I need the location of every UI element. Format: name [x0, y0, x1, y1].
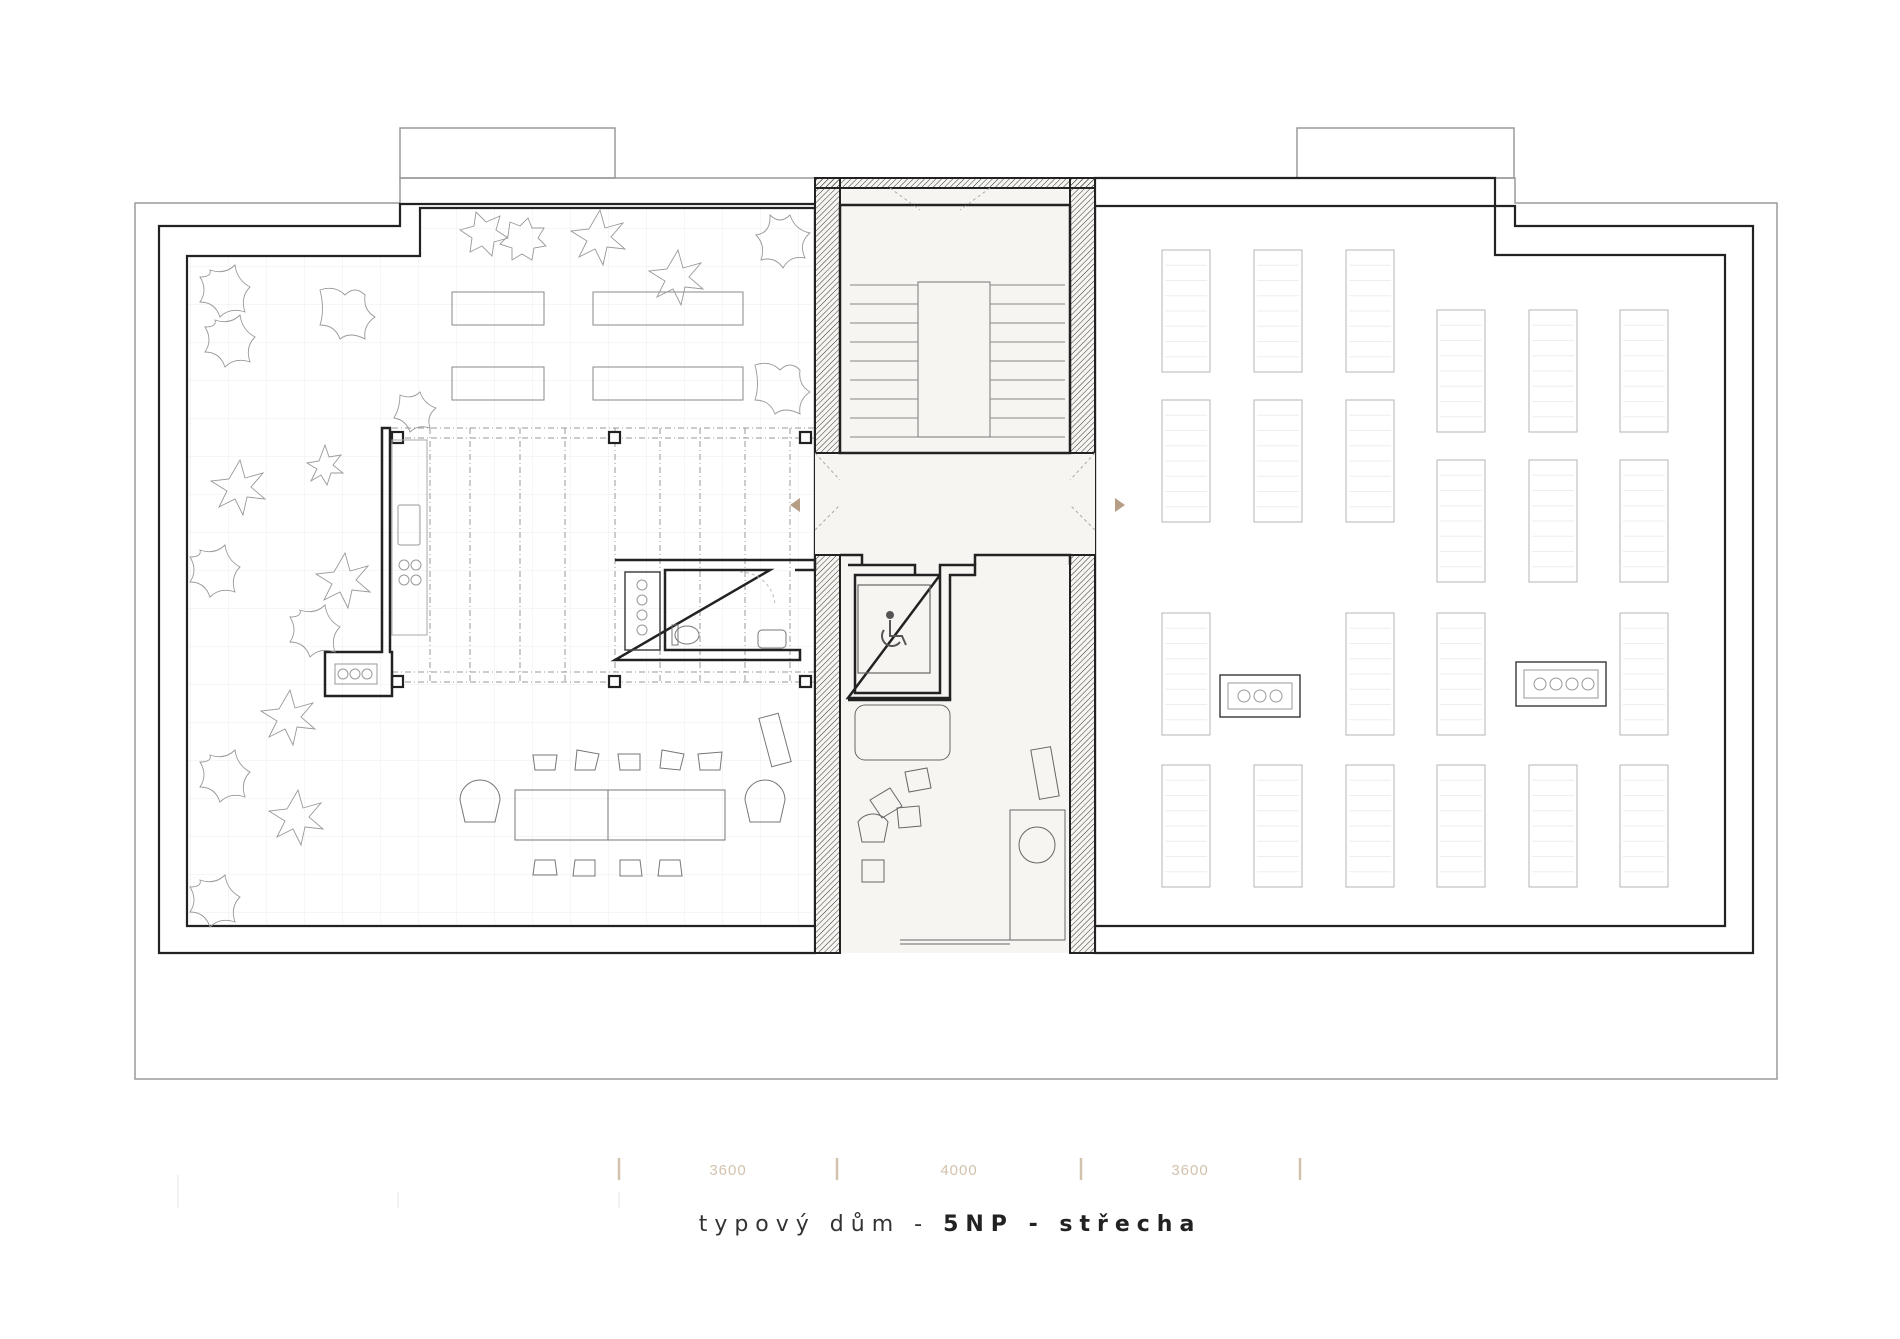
plant-icon: [754, 362, 811, 415]
solar-panel-icon: [1161, 399, 1211, 523]
toilet-icon: [671, 624, 700, 646]
title-separator-2: -: [1013, 1212, 1060, 1237]
solar-panel-icon: [1345, 612, 1395, 736]
plant-icon: [755, 213, 812, 269]
right-planters: [1219, 661, 1607, 718]
planters: [451, 291, 744, 401]
arrow-right-icon: [1115, 498, 1125, 512]
solar-panel-icon: [1528, 459, 1578, 583]
plant-icon: [319, 287, 376, 340]
plant-icon: [393, 391, 437, 433]
left-roof-terrace: [157, 202, 817, 955]
solar-panel-icon: [1436, 764, 1486, 888]
arrow-left-icon: [790, 498, 800, 512]
solar-panel-icon: [1345, 764, 1395, 888]
plant-icon: [267, 788, 325, 847]
title-prefix: typový dům: [698, 1212, 901, 1237]
dimension-label: 3600: [709, 1162, 746, 1179]
solar-panel-icon: [1161, 249, 1211, 373]
solar-panel-icon: [1161, 764, 1211, 888]
dining-area: [459, 712, 792, 877]
plant-icon: [499, 217, 547, 261]
title-floor: 5NP: [943, 1212, 1014, 1237]
dimension-label: 3600: [1171, 1162, 1208, 1179]
plant-icon: [199, 264, 251, 318]
drawing-title: typový dům - 5NP - střecha: [0, 1212, 1900, 1237]
plant-icon: [289, 604, 341, 658]
plant-icon: [199, 749, 251, 803]
stair-icon: [850, 281, 1065, 438]
right-roof: [1093, 176, 1755, 955]
sink-icon: [397, 504, 421, 546]
solar-panel-icon: [1528, 764, 1578, 888]
solar-panel-icon: [1619, 764, 1669, 888]
plant-icon: [204, 314, 256, 368]
solar-panel-icon: [1253, 764, 1303, 888]
wheelchair-icon: [881, 611, 907, 647]
solar-panel-icon: [1253, 399, 1303, 523]
dimension-label: 4000: [940, 1162, 977, 1179]
bathroom-block: [610, 558, 817, 662]
table-icon: [514, 789, 726, 841]
plants: [189, 208, 812, 928]
plant-icon: [259, 688, 317, 747]
solar-panel-icon: [1619, 459, 1669, 583]
lounge-furniture: [854, 704, 1066, 945]
landing-doors: [814, 187, 1096, 531]
elevator: [845, 563, 977, 700]
solar-panel-icon: [1345, 399, 1395, 523]
solar-panel-icon: [1619, 309, 1669, 433]
plant-icon: [189, 874, 241, 928]
kitchen-counter: [323, 426, 428, 698]
chair-icon: [459, 749, 786, 877]
title-level: střecha: [1059, 1212, 1202, 1237]
dimension-line: 3600 4000 3600: [177, 1158, 1302, 1208]
solar-panel-icon: [1253, 249, 1303, 373]
washbasin-icon: [757, 629, 787, 649]
plant-icon: [189, 544, 241, 598]
solar-panel-icon: [1436, 459, 1486, 583]
solar-panels: [1161, 249, 1669, 888]
plant-icon: [209, 458, 267, 517]
plant-icon: [458, 211, 510, 257]
plant-icon: [305, 443, 345, 487]
plant-icon: [647, 248, 705, 307]
solar-panel-icon: [1345, 249, 1395, 373]
title-separator: -: [900, 1212, 944, 1237]
central-core: [790, 177, 1125, 954]
pergola: [390, 427, 815, 689]
plant-icon: [569, 208, 627, 267]
plant-icon: [314, 551, 372, 610]
cooktop-icon: [398, 559, 422, 586]
solar-panel-icon: [1619, 612, 1669, 736]
solar-panel-icon: [1436, 309, 1486, 433]
solar-panel-icon: [1436, 612, 1486, 736]
solar-panel-icon: [1528, 309, 1578, 433]
solar-panel-icon: [1161, 612, 1211, 736]
